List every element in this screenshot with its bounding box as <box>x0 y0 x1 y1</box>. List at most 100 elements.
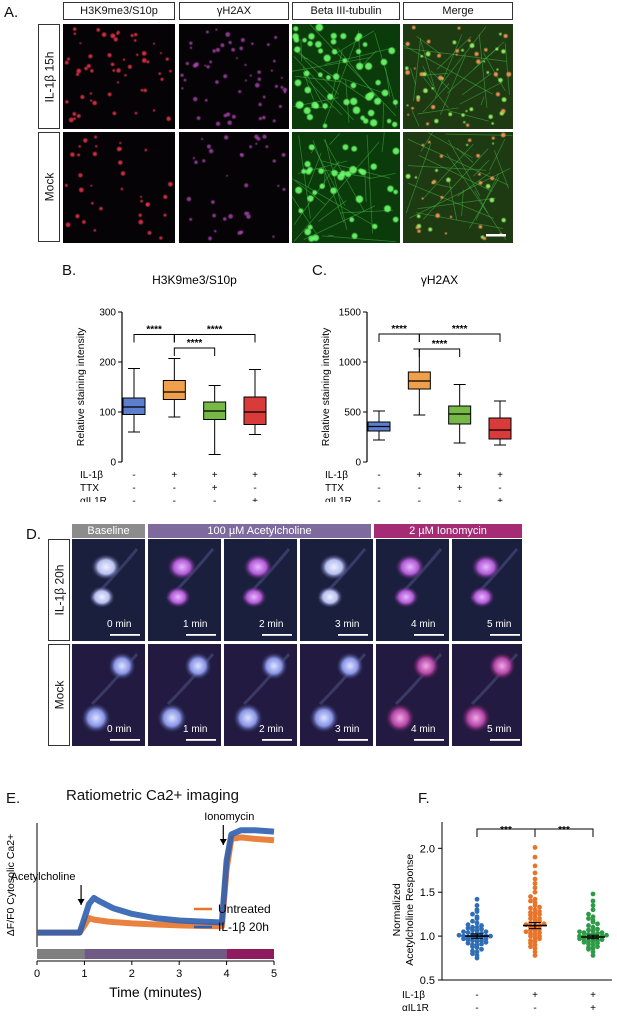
cell-dot <box>413 67 416 70</box>
neurite <box>381 132 385 153</box>
data-point <box>474 896 480 902</box>
cell-dot <box>478 224 483 229</box>
micrograph-tile <box>179 24 289 129</box>
data-point <box>532 942 538 948</box>
y-axis-label: ΔF/F0 Cytosolic Ca2+ <box>5 834 17 936</box>
cell-dot <box>112 69 116 72</box>
cell-dot <box>415 226 419 230</box>
cell-dot <box>501 49 506 54</box>
cell-dot <box>208 236 212 241</box>
data-point <box>595 944 600 950</box>
cell-dot <box>273 59 276 63</box>
condition-value: - <box>377 470 380 481</box>
cell-dot <box>76 114 81 118</box>
significance-label: **** <box>391 324 407 335</box>
data-point <box>479 941 484 947</box>
panel-a-col-header: Beta III-tubulin <box>292 2 400 20</box>
data-point <box>528 931 533 936</box>
neurite <box>321 235 396 243</box>
cell-dot <box>139 195 143 198</box>
cell-dot <box>116 31 120 35</box>
cell-dot <box>350 97 358 106</box>
cell-dot <box>496 68 499 71</box>
data-point <box>470 948 475 954</box>
panel-a-col-header: H3K9me3/S10p <box>63 2 175 20</box>
neurite <box>447 46 500 94</box>
cell-dot <box>256 136 261 141</box>
annotation-arrowhead <box>77 899 85 905</box>
cell-dot <box>294 46 301 53</box>
condition-value: - <box>377 496 380 502</box>
neuron-soma <box>89 586 115 608</box>
cell-dot <box>387 185 394 192</box>
panel-f-label: F. <box>418 790 430 807</box>
cell-dot <box>189 217 193 221</box>
box <box>162 380 186 400</box>
data-point <box>586 931 591 937</box>
neurite <box>434 34 463 99</box>
data-point <box>599 937 605 943</box>
time-label: 3 min <box>335 724 360 735</box>
cell-dot <box>84 66 88 71</box>
x-tick-label: 2 <box>129 968 135 980</box>
neuron-soma <box>184 652 212 680</box>
cell-dot <box>478 181 483 185</box>
neuron-soma <box>233 703 263 733</box>
condition-value: + <box>457 483 463 494</box>
time-label: 1 min <box>183 724 208 735</box>
box <box>122 397 146 415</box>
neurite <box>475 173 500 221</box>
cell-dot <box>407 113 410 116</box>
cell-dot <box>365 93 373 101</box>
cell-dot <box>194 62 200 67</box>
cell-dot <box>142 58 147 63</box>
cell-dot <box>168 181 173 187</box>
cell-dot <box>272 235 275 238</box>
data-point <box>479 926 484 932</box>
data-point <box>595 938 600 943</box>
condition-value: - <box>173 483 176 494</box>
cell-dot <box>163 194 168 199</box>
neuron-soma <box>317 586 343 608</box>
data-point <box>479 946 484 952</box>
neurite <box>416 212 504 229</box>
neurite <box>478 34 488 108</box>
cell-dot <box>270 69 273 72</box>
cell-dot <box>244 79 247 82</box>
cell-dot <box>99 206 103 211</box>
cell-dot <box>432 179 437 184</box>
cell-dot <box>355 48 362 55</box>
cell-dot <box>420 54 423 58</box>
cell-dot <box>228 214 233 219</box>
scale-bar <box>490 739 520 741</box>
cell-dot <box>73 32 77 36</box>
cell-dot <box>76 68 82 74</box>
cell-dot <box>485 184 491 189</box>
data-point <box>465 934 471 940</box>
panel-d-row-header: IL-1β 20h <box>48 539 70 641</box>
neurite <box>459 81 503 105</box>
neurite <box>293 56 354 121</box>
cell-dot <box>262 134 267 139</box>
cell-dot <box>143 88 147 93</box>
data-point <box>590 917 596 923</box>
cell-dot <box>274 84 278 88</box>
data-point <box>590 953 596 958</box>
cell-dot <box>72 27 77 31</box>
legend-label: IL-1β 20h <box>218 920 269 934</box>
significance-label: *** <box>500 825 512 836</box>
condition-value: - <box>253 483 256 494</box>
cell-dot <box>490 176 495 181</box>
condition-value: - <box>533 1003 536 1014</box>
cell-dot <box>186 196 192 202</box>
cell-dot <box>107 53 112 58</box>
condition-value: + <box>416 470 422 481</box>
data-point <box>532 949 538 955</box>
neurite <box>385 67 391 97</box>
neuron-soma <box>91 554 121 580</box>
cell-dot <box>225 174 228 177</box>
data-point <box>528 938 533 943</box>
neurite <box>448 181 458 221</box>
neurite <box>493 150 509 189</box>
condition-value: - <box>498 483 501 494</box>
